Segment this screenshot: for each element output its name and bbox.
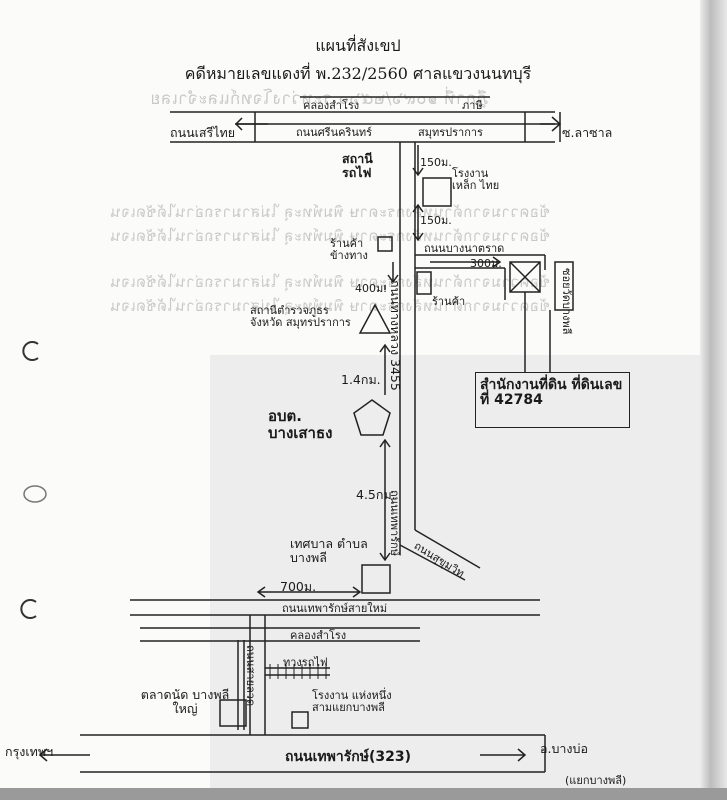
road-label: อ.บางบ่อ: [540, 741, 588, 756]
road-label: คลองสำโรง: [290, 629, 347, 642]
scan-shade: [210, 355, 716, 795]
road-label: สมุทรปราการ: [418, 126, 483, 139]
place-label: ร้านค้า ข้างทาง: [330, 237, 368, 263]
road-label: ซ.ลาซาล: [562, 125, 613, 140]
distance-label: 4.5กม.: [356, 487, 396, 502]
place-label: เทศบาล ตำบลบางพลี: [290, 536, 368, 565]
road-label: ถนนทางหลวง 3455: [388, 280, 403, 391]
target-property-label: สำนักงานที่ดิน ที่ดินเลขที่ 42784: [480, 377, 623, 409]
road-label: (แยกบางพลี): [565, 774, 627, 787]
road-label: กรุงเทพฯ: [5, 744, 54, 759]
road-label: คลองสำโรง: [303, 99, 360, 112]
place-label: สถานีตำรวจภูธรจังหวัด สมุทรปราการ: [250, 304, 351, 330]
page-title: แผนที่สังเขป: [315, 36, 401, 55]
scanner-shadow: [0, 788, 727, 800]
road-label: ถนนเทพารักษ์สายใหม่: [282, 602, 388, 615]
distance-label: 150ม.: [420, 156, 452, 169]
place-label: ร้านค้า: [432, 295, 466, 308]
punch-hole-icon: [23, 485, 47, 503]
road-label: ทางรถไฟ: [283, 656, 328, 669]
road-label: ถนนบางนาตราด: [424, 242, 505, 255]
road-label: ถนนเสรีไทย: [170, 125, 236, 140]
road-label: ซอยวัดบางพลี: [560, 268, 573, 335]
property-label-box: [475, 372, 630, 428]
road-label: ถนนสายลวด: [244, 645, 257, 707]
distance-label: 150ม.: [420, 214, 452, 227]
place-label: ตลาดนัด บางพลีใหญ่: [140, 687, 230, 716]
road-label: ถนนเทพารักษ์(323): [285, 749, 411, 765]
road-label: ถนนเทพารักษ์: [388, 490, 401, 556]
case-number-line: คดีหมายเลขแดงที่ พ.232/2560 ศาลแขวงนนทบุ…: [184, 64, 532, 83]
distance-label: 300ม.: [470, 257, 502, 270]
distance-label: 400ม.: [355, 282, 387, 295]
punch-hole-icon: [20, 599, 37, 619]
road-label: ถนนศรีนครินทร์: [296, 126, 373, 139]
place-label: โรงงาน แห่งหนึ่ง สามแยกบางพลี: [312, 689, 392, 715]
distance-label: 1.4กม.: [341, 372, 381, 387]
place-label: อบต. บางเสาธง: [268, 407, 333, 442]
paper-edge: [700, 0, 727, 800]
distance-label: 700ม.: [280, 579, 317, 594]
place-label: โรงงานเหล็ก ไทย: [452, 167, 500, 193]
place-label: สถานี รถไฟ: [342, 151, 373, 180]
punch-hole-icon: [22, 341, 39, 361]
road-label: ภาษี: [462, 99, 483, 112]
